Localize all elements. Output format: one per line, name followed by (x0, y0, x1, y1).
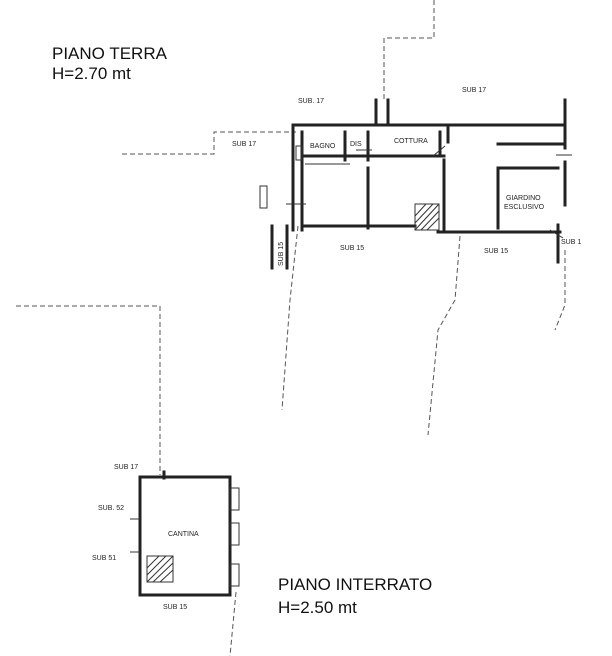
label-dis: DIS (350, 141, 362, 148)
basement-height: H=2.50 mt (278, 598, 357, 617)
label-sub1: SUB 1 (561, 239, 581, 246)
label-sub17-right: SUB 17 (462, 87, 486, 94)
label-esclusivo: ESCLUSIVO (504, 204, 545, 211)
label-sub52: SUB. 52 (98, 505, 124, 512)
basement-labels: SUB 17 SUB. 52 SUB 51 CANTINA SUB 15 (92, 464, 199, 611)
label-basement-sub15: SUB 15 (163, 604, 187, 611)
ground-floor-height: H=2.70 mt (52, 64, 131, 83)
label-sub51: SUB 51 (92, 555, 116, 562)
label-sub15-left: SUB 15 (278, 242, 285, 266)
ground-floor-walls (259, 98, 572, 270)
ground-floor-stair (414, 203, 440, 231)
label-sub15-center: SUB 15 (340, 245, 364, 252)
ground-floor-labels: SUB. 17 SUB 17 SUB 17 BAGNO DIS COTTURA … (232, 87, 581, 266)
basement-walls (130, 470, 240, 597)
basement-title: PIANO INTERRATO (278, 575, 433, 594)
label-cantina: CANTINA (168, 531, 199, 538)
basement-stair (146, 555, 174, 583)
basement-boundaries (16, 305, 237, 656)
label-giardino: GIARDINO (506, 195, 541, 202)
label-sub15-right: SUB 15 (484, 248, 508, 255)
ground-floor-boundaries (122, 0, 566, 436)
ground-floor-title: PIANO TERRA (52, 44, 167, 63)
label-sub17-top: SUB. 17 (298, 98, 324, 105)
label-sub17-left: SUB 17 (232, 141, 256, 148)
label-bagno: BAGNO (310, 143, 336, 150)
label-cottura: COTTURA (394, 138, 428, 145)
label-basement-sub17: SUB 17 (114, 464, 138, 471)
